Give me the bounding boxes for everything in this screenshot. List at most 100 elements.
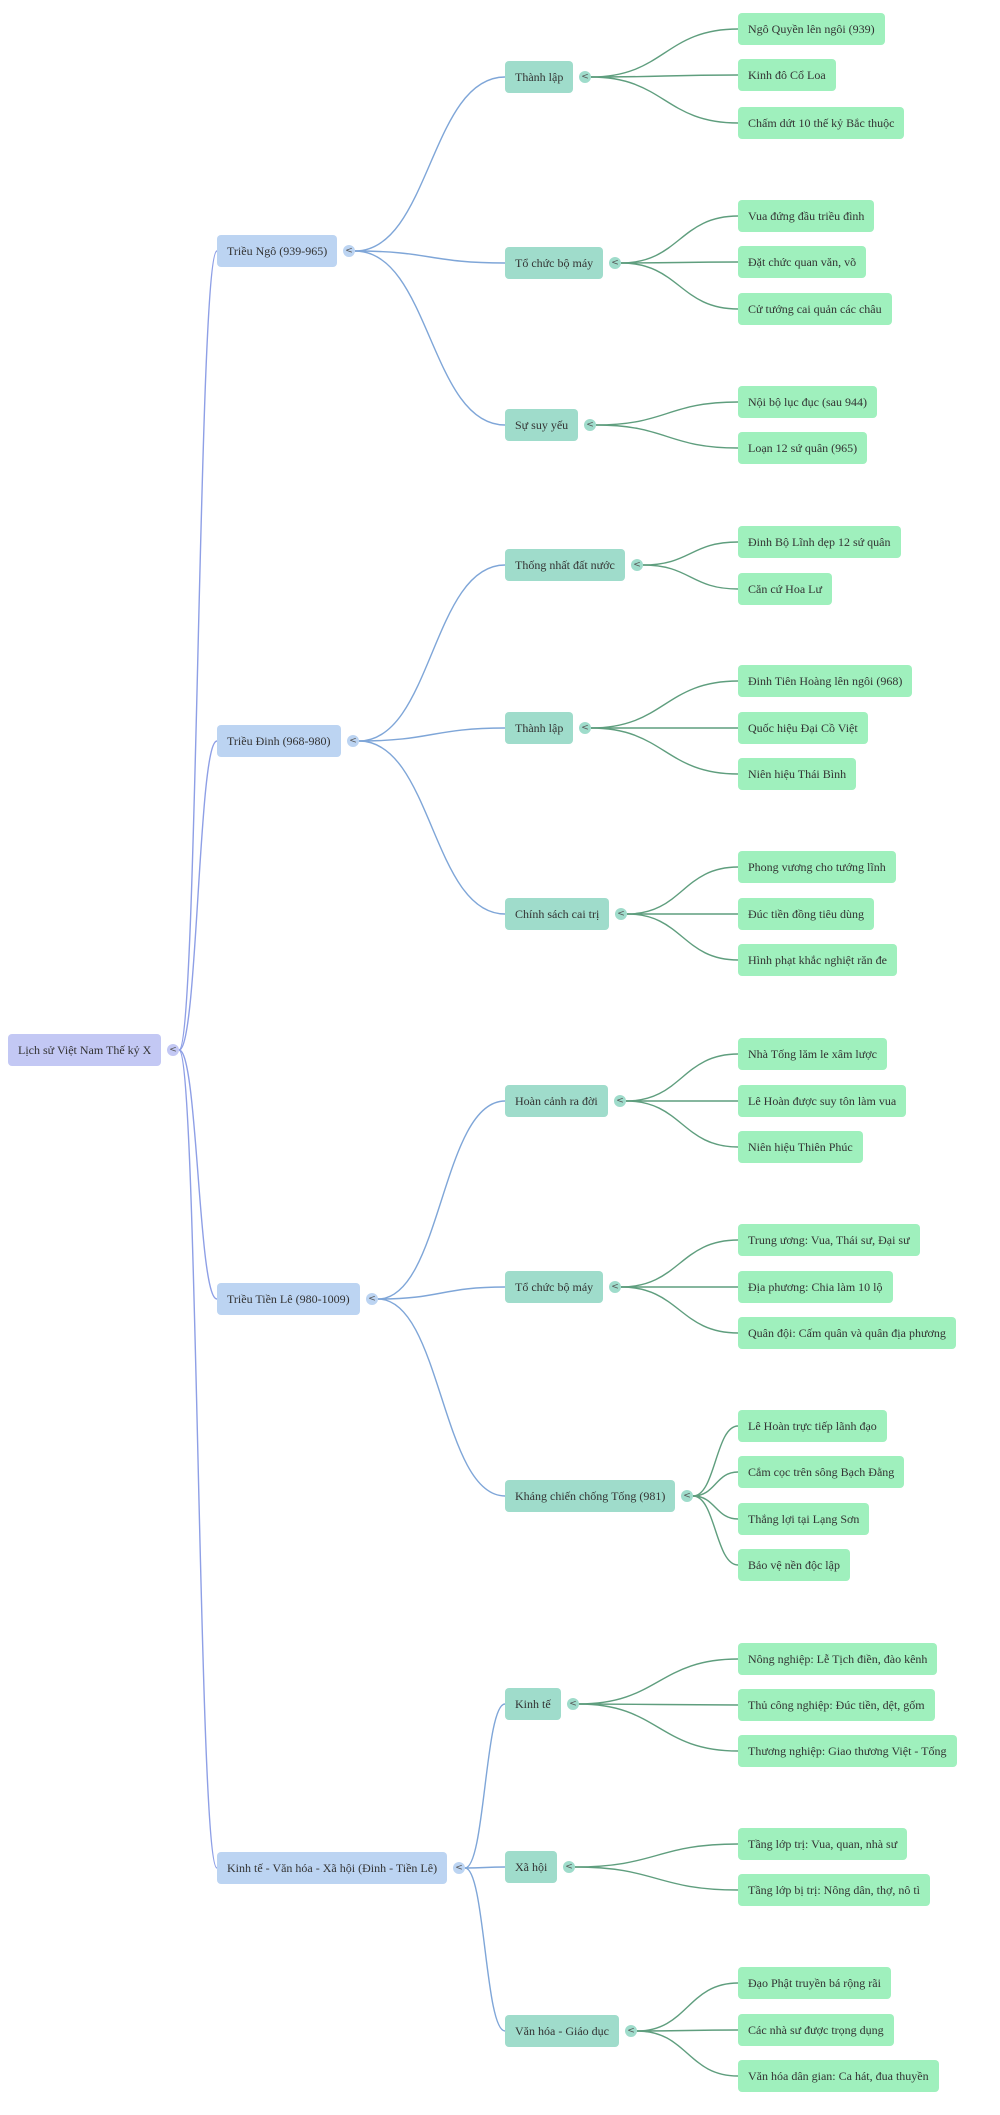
leaf-node[interactable]: Vua đứng đầu triều đình: [738, 200, 875, 232]
mindmap-link: [620, 262, 739, 310]
leaf-node[interactable]: Địa phương: Chia làm 10 lộ: [738, 1271, 893, 1303]
subtopic-node[interactable]: Tổ chức bộ máy: [505, 247, 604, 279]
mindmap-link: [178, 250, 218, 1051]
chevron-left-icon[interactable]: <: [343, 245, 355, 257]
mindmap-link: [358, 727, 506, 742]
mindmap-link: [692, 1495, 739, 1520]
mindmap-link: [636, 1982, 739, 2032]
leaf-node[interactable]: Tầng lớp bị trị: Nông dân, thợ, nô tì: [738, 1874, 931, 1906]
leaf-node[interactable]: Trung ương: Vua, Thái sư, Đại sư: [738, 1224, 920, 1256]
mindmap-link: [620, 215, 739, 264]
root-node[interactable]: Lịch sử Việt Nam Thế kỷ X: [8, 1034, 162, 1066]
leaf-node[interactable]: Niên hiệu Thái Bình: [738, 758, 857, 790]
leaf-node[interactable]: Bảo vệ nền độc lập: [738, 1549, 850, 1581]
leaf-node[interactable]: Niên hiệu Thiên Phúc: [738, 1131, 863, 1163]
leaf-node[interactable]: Quân đội: Cấm quân và quân địa phương: [738, 1317, 956, 1349]
subtopic-node[interactable]: Sự suy yếu: [505, 409, 579, 441]
leaf-node[interactable]: Lê Hoàn trực tiếp lãnh đạo: [738, 1410, 887, 1442]
leaf-node[interactable]: Đạo Phật truyền bá rộng rãi: [738, 1967, 891, 1999]
mindmap-link: [620, 1239, 739, 1288]
mindmap-link: [590, 74, 739, 78]
chevron-left-icon[interactable]: <: [579, 722, 591, 734]
leaf-node[interactable]: Đinh Bộ Lĩnh dẹp 12 sứ quân: [738, 526, 901, 558]
chevron-left-icon[interactable]: <: [347, 735, 359, 747]
topic-node[interactable]: Triều Ngô (939-965): [217, 235, 338, 267]
subtopic-node[interactable]: Văn hóa - Giáo dục: [505, 2015, 619, 2047]
leaf-node[interactable]: Lê Hoàn được suy tôn làm vua: [738, 1085, 907, 1117]
leaf-node[interactable]: Nông nghiệp: Lễ Tịch điền, đào kênh: [738, 1643, 938, 1675]
mindmap-link: [464, 1866, 506, 1869]
leaf-node[interactable]: Văn hóa dân gian: Ca hát, đua thuyền: [738, 2060, 939, 2092]
chevron-left-icon[interactable]: <: [567, 1698, 579, 1710]
mindmap-link: [590, 680, 739, 729]
subtopic-node[interactable]: Kinh tế: [505, 1688, 561, 1720]
mindmap-link: [464, 1867, 506, 2032]
leaf-node[interactable]: Hình phạt khắc nghiệt răn đe: [738, 944, 897, 976]
chevron-left-icon[interactable]: <: [615, 908, 627, 920]
mindmap-link: [625, 1100, 739, 1148]
topic-node[interactable]: Triều Tiền Lê (980-1009): [217, 1283, 360, 1315]
topic-node[interactable]: Triều Đinh (968-980): [217, 725, 341, 757]
leaf-node[interactable]: Nội bộ lục đục (sau 944): [738, 386, 877, 418]
mindmap-link: [178, 1049, 218, 1869]
mindmap-link: [178, 740, 218, 1051]
leaf-node[interactable]: Phong vương cho tướng lĩnh: [738, 851, 896, 883]
leaf-node[interactable]: Thắng lợi tại Lạng Sơn: [738, 1503, 870, 1535]
chevron-left-icon[interactable]: <: [453, 1862, 465, 1874]
mindmap-link: [464, 1703, 506, 1869]
chevron-left-icon[interactable]: <: [681, 1490, 693, 1502]
mindmap-link: [636, 2030, 739, 2077]
leaf-node[interactable]: Thương nghiệp: Giao thương Việt - Tống: [738, 1735, 957, 1767]
chevron-left-icon[interactable]: <: [614, 1095, 626, 1107]
mindmap-link: [578, 1658, 739, 1705]
chevron-left-icon[interactable]: <: [609, 257, 621, 269]
leaf-node[interactable]: Kinh đô Cổ Loa: [738, 59, 836, 91]
chevron-left-icon[interactable]: <: [625, 2025, 637, 2037]
subtopic-node[interactable]: Thống nhất đất nước: [505, 549, 625, 581]
mindmap-link: [620, 1286, 739, 1334]
mindmap-link: [626, 866, 739, 915]
mindmap-link: [590, 727, 739, 775]
chevron-left-icon[interactable]: <: [167, 1044, 179, 1056]
leaf-node[interactable]: Đúc tiền đồng tiêu dùng: [738, 898, 874, 930]
mindmap-link: [620, 261, 739, 264]
leaf-node[interactable]: Tầng lớp trị: Vua, quan, nhà sư: [738, 1828, 908, 1860]
subtopic-node[interactable]: Chính sách cai trị: [505, 898, 610, 930]
mindmap-link: [377, 1298, 506, 1497]
subtopic-node[interactable]: Thành lập: [505, 712, 574, 744]
chevron-left-icon[interactable]: <: [366, 1293, 378, 1305]
chevron-left-icon[interactable]: <: [563, 1861, 575, 1873]
mindmap-link: [595, 424, 739, 449]
subtopic-node[interactable]: Kháng chiến chống Tống (981): [505, 1480, 676, 1512]
mindmap-link: [354, 250, 506, 426]
mindmap-link: [358, 740, 506, 915]
subtopic-node[interactable]: Hoàn cảnh ra đời: [505, 1085, 608, 1117]
mindmap-link: [590, 28, 739, 78]
leaf-node[interactable]: Căn cứ Hoa Lư: [738, 573, 832, 605]
topic-node[interactable]: Kinh tế - Văn hóa - Xã hội (Đinh - Tiền …: [217, 1852, 448, 1884]
chevron-left-icon[interactable]: <: [579, 71, 591, 83]
leaf-node[interactable]: Đinh Tiên Hoàng lên ngôi (968): [738, 665, 913, 697]
mindmap-link: [574, 1866, 739, 1891]
mindmap-link: [358, 564, 506, 742]
mindmap-link: [590, 76, 739, 124]
leaf-node[interactable]: Thủ công nghiệp: Đúc tiền, dệt, gốm: [738, 1689, 935, 1721]
subtopic-node[interactable]: Thành lập: [505, 61, 574, 93]
subtopic-node[interactable]: Xã hội: [505, 1851, 558, 1883]
mindmap-link: [625, 1053, 739, 1102]
leaf-node[interactable]: Loạn 12 sứ quân (965): [738, 432, 868, 464]
mindmap-link: [578, 1703, 739, 1706]
chevron-left-icon[interactable]: <: [631, 559, 643, 571]
chevron-left-icon[interactable]: <: [609, 1281, 621, 1293]
mindmap-link: [377, 1286, 506, 1300]
subtopic-node[interactable]: Tổ chức bộ máy: [505, 1271, 604, 1303]
leaf-node[interactable]: Chấm dứt 10 thế kỷ Bắc thuộc: [738, 107, 905, 139]
leaf-node[interactable]: Cắm cọc trên sông Bạch Đằng: [738, 1456, 905, 1488]
chevron-left-icon[interactable]: <: [584, 419, 596, 431]
leaf-node[interactable]: Quốc hiệu Đại Cồ Việt: [738, 712, 868, 744]
leaf-node[interactable]: Nhà Tống lăm le xâm lược: [738, 1038, 887, 1070]
leaf-node[interactable]: Các nhà sư được trọng dụng: [738, 2014, 894, 2046]
leaf-node[interactable]: Đặt chức quan văn, võ: [738, 246, 867, 278]
leaf-node[interactable]: Ngô Quyền lên ngôi (939): [738, 13, 885, 45]
leaf-node[interactable]: Cử tướng cai quản các châu: [738, 293, 892, 325]
